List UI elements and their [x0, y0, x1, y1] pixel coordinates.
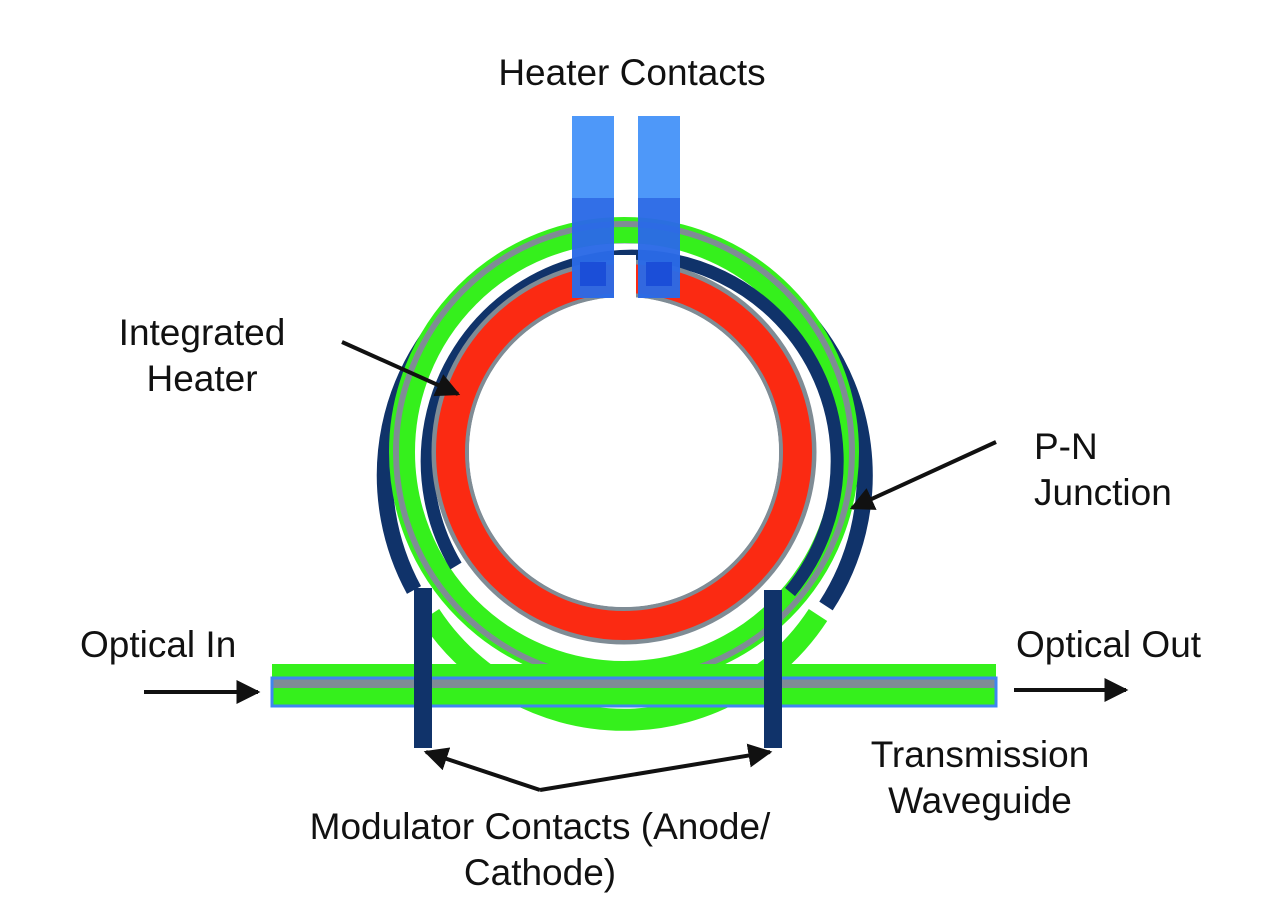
- cathode-contact: [764, 590, 782, 748]
- cathode-arrow: [539, 743, 773, 792]
- ring-resonator: [376, 217, 873, 731]
- bus-outline: [270, 676, 998, 708]
- bus-waveguide-core: [272, 678, 996, 688]
- pn-junction-arrow: [849, 440, 997, 510]
- integrated-heater-label-line2: Heater: [146, 358, 258, 399]
- transmission-waveguide: [270, 664, 998, 708]
- bus-slab-top: [272, 664, 996, 678]
- heater-gap: [614, 255, 636, 301]
- modulator-contacts-label-line1: Modulator Contacts (Anode/: [309, 806, 771, 847]
- ring-core: [469, 297, 779, 607]
- optical-in-label: Optical In: [80, 624, 237, 665]
- heater-contacts-label: Heater Contacts: [498, 52, 766, 93]
- modulator-contacts-label-line2: Cathode): [463, 852, 617, 893]
- bus-slab-bottom: [272, 688, 996, 706]
- anode-contact: [414, 588, 432, 748]
- transmission-waveguide-label-line2: Waveguide: [888, 780, 1072, 821]
- heater-contacts: [572, 116, 680, 298]
- pn-junction-label-line1: P-N: [1034, 426, 1098, 467]
- modulator-contacts: [414, 588, 782, 748]
- anode-arrow: [423, 747, 541, 792]
- transmission-waveguide-label-line1: Transmission: [870, 734, 1090, 775]
- integrated-heater-label-line1: Integrated: [118, 312, 286, 353]
- heater-contact-right-overlap: [638, 198, 680, 298]
- annotation-arrows: [144, 340, 1129, 792]
- heater-contact-left-overlap: [572, 198, 614, 298]
- heater-arrow: [341, 340, 461, 397]
- optical-out-label: Optical Out: [1016, 624, 1202, 665]
- pn-junction-label-line2: Junction: [1034, 472, 1172, 513]
